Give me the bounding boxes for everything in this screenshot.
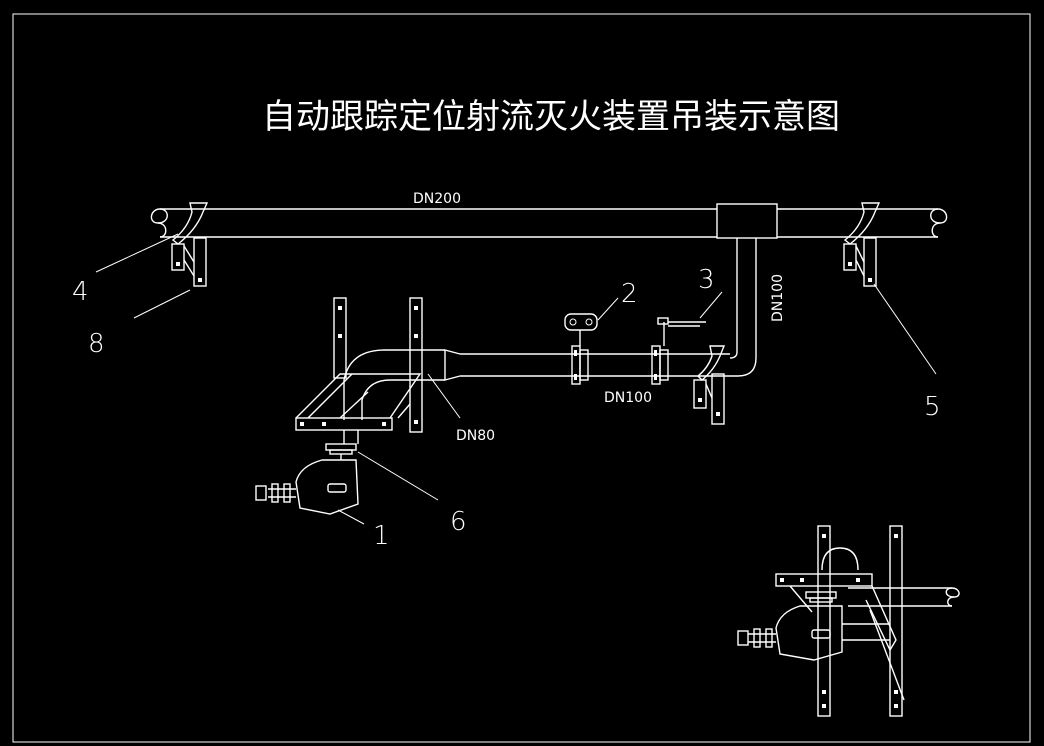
vertical-branch-label: DN100 [770,274,786,322]
main-pipe-label: DN200 [413,191,461,207]
callout-4: 4 [72,277,89,307]
hanger-bracket-left [171,202,209,287]
reducer-label: DN80 [456,428,495,444]
horizontal-branch-pipe [343,349,738,420]
callout-6: 6 [450,507,467,537]
callout-1: 1 [373,521,390,551]
hanger-bracket-right [843,202,881,287]
support-frame [295,297,423,433]
vertical-branch-pipe [729,238,757,377]
leader-4 [95,233,179,273]
main-pipe [150,208,948,238]
side-view [737,525,960,717]
callout-3: 3 [698,265,715,295]
leader-dn80 [427,373,461,419]
valve-handle [657,317,706,346]
leader-8 [133,289,191,319]
callout-8: 8 [88,329,105,359]
jet-nozzle-device [255,459,359,515]
leader-1 [337,509,365,525]
callout-5: 5 [924,392,941,422]
leader-3 [699,291,723,319]
leader-6 [357,451,439,501]
flange-valve-2 [651,345,669,385]
valve-actuator [564,313,598,346]
drawing-border [12,13,1031,743]
flange-valve-1 [571,345,589,385]
pipe-tee [716,203,778,239]
nozzle-flange [325,430,359,460]
leader-2 [597,297,619,321]
drawing-title: 自动跟踪定位射流灭火装置吊装示意图 [262,97,840,137]
hanger-bracket-branch [693,345,726,425]
leader-5 [873,283,937,375]
horizontal-branch-label: DN100 [604,390,652,406]
callout-2: 2 [621,279,638,309]
